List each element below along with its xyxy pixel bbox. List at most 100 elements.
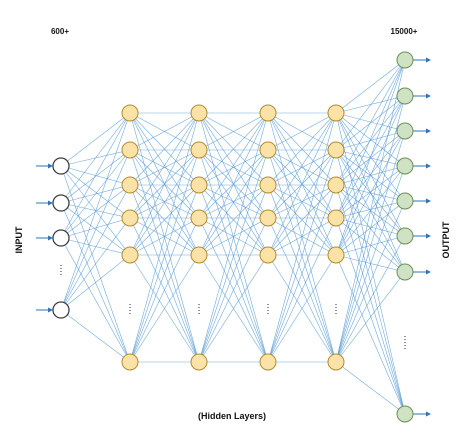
connection-edge xyxy=(335,130,406,363)
connection-edge xyxy=(129,184,200,219)
hidden-node-layer-3 xyxy=(259,104,277,122)
connection-edge xyxy=(129,149,200,256)
input-node xyxy=(52,194,70,212)
input-arrow-head xyxy=(48,200,53,206)
connection-edge xyxy=(60,149,131,311)
connection-edge xyxy=(267,184,337,363)
connection-edge xyxy=(60,165,131,219)
output-arrow-head xyxy=(426,93,431,99)
connection-edge xyxy=(335,59,406,114)
hidden-node-layer-1 xyxy=(121,141,139,159)
connection-edge xyxy=(267,149,337,186)
output-arrow-head xyxy=(426,163,431,169)
connection-edge xyxy=(60,237,131,363)
output-node xyxy=(396,263,414,281)
connection-edge xyxy=(129,112,200,186)
output-node xyxy=(396,157,414,175)
connection-edge xyxy=(267,149,337,256)
connection-edge xyxy=(129,149,200,363)
connection-edge xyxy=(267,112,337,363)
connection-edge xyxy=(267,112,337,256)
connection-edge xyxy=(60,184,131,311)
connection-edge xyxy=(335,200,406,363)
connection-edge xyxy=(335,217,406,415)
connection-edge xyxy=(267,184,337,256)
input-node xyxy=(52,301,70,319)
connection-edge xyxy=(198,184,269,256)
connection-edge xyxy=(198,112,269,219)
connection-edge xyxy=(129,184,200,256)
connection-edges xyxy=(60,59,406,415)
connection-edge xyxy=(267,149,337,363)
hidden-node-layer-3 xyxy=(259,246,277,264)
connection-edge xyxy=(335,254,406,415)
connection-edge xyxy=(60,149,131,239)
connection-edge xyxy=(198,112,269,151)
output-arrow-head xyxy=(426,269,431,275)
input-axis-label: INPUT xyxy=(14,226,24,254)
connection-edge xyxy=(60,112,131,239)
connection-edge xyxy=(267,112,337,186)
input-count-label: 600+ xyxy=(51,27,69,36)
connection-edge xyxy=(129,112,200,151)
connection-edge xyxy=(335,59,406,219)
connection-edge xyxy=(335,130,406,219)
connection-edge xyxy=(198,149,269,363)
connection-edge xyxy=(335,165,406,363)
input-node xyxy=(52,229,70,247)
connection-edge xyxy=(60,254,131,311)
connection-edge xyxy=(129,254,200,363)
hidden-node-layer-3 xyxy=(259,353,277,371)
output-node xyxy=(396,87,414,105)
hidden-node-layer-3 xyxy=(259,209,277,227)
output-node xyxy=(396,405,414,423)
connection-edge xyxy=(335,95,406,114)
connection-edge xyxy=(335,59,406,363)
connection-edge xyxy=(60,202,131,219)
output-node xyxy=(396,51,414,69)
connection-edge xyxy=(60,202,131,256)
output-node xyxy=(396,122,414,140)
connection-edge xyxy=(335,59,406,186)
output-arrow-head xyxy=(426,233,431,239)
output-count-label: 15000+ xyxy=(391,27,418,36)
connection-edge xyxy=(198,149,269,186)
hidden-node-layer-4 xyxy=(327,209,345,227)
hidden-node-layer-2 xyxy=(190,353,208,371)
connection-edge xyxy=(335,217,406,273)
connection-edge xyxy=(335,59,406,151)
connection-edge xyxy=(335,95,406,363)
connection-edge xyxy=(60,149,131,204)
ellipsis-markers xyxy=(60,265,406,350)
connection-edge xyxy=(267,254,337,363)
connection-edge xyxy=(129,184,200,363)
connection-edge xyxy=(335,165,406,219)
input-node xyxy=(52,157,70,175)
hidden-node-layer-1 xyxy=(121,176,139,194)
hidden-node-layer-1 xyxy=(121,209,139,227)
output-arrow-head xyxy=(426,128,431,134)
connection-edge xyxy=(60,237,131,256)
connection-edge xyxy=(335,217,406,237)
input-arrow-head xyxy=(48,307,53,313)
connection-edge xyxy=(335,235,406,363)
hidden-node-layer-1 xyxy=(121,246,139,264)
hidden-node-layer-1 xyxy=(121,104,139,122)
hidden-node-layer-4 xyxy=(327,104,345,122)
connection-edge xyxy=(129,217,200,363)
hidden-layers-caption: (Hidden Layers) xyxy=(198,411,266,421)
connection-edge xyxy=(198,149,269,256)
hidden-node-layer-4 xyxy=(327,176,345,194)
connection-edge xyxy=(60,112,131,167)
connection-edge xyxy=(198,112,269,256)
connection-edge xyxy=(198,254,269,363)
connection-edge xyxy=(267,112,337,151)
hidden-node-layer-4 xyxy=(327,353,345,371)
connection-edge xyxy=(198,217,269,363)
input-arrow-head xyxy=(48,163,53,169)
connection-edge xyxy=(335,271,406,363)
connection-edge xyxy=(60,309,131,363)
connection-edge xyxy=(335,95,406,256)
connection-edge xyxy=(198,184,269,219)
